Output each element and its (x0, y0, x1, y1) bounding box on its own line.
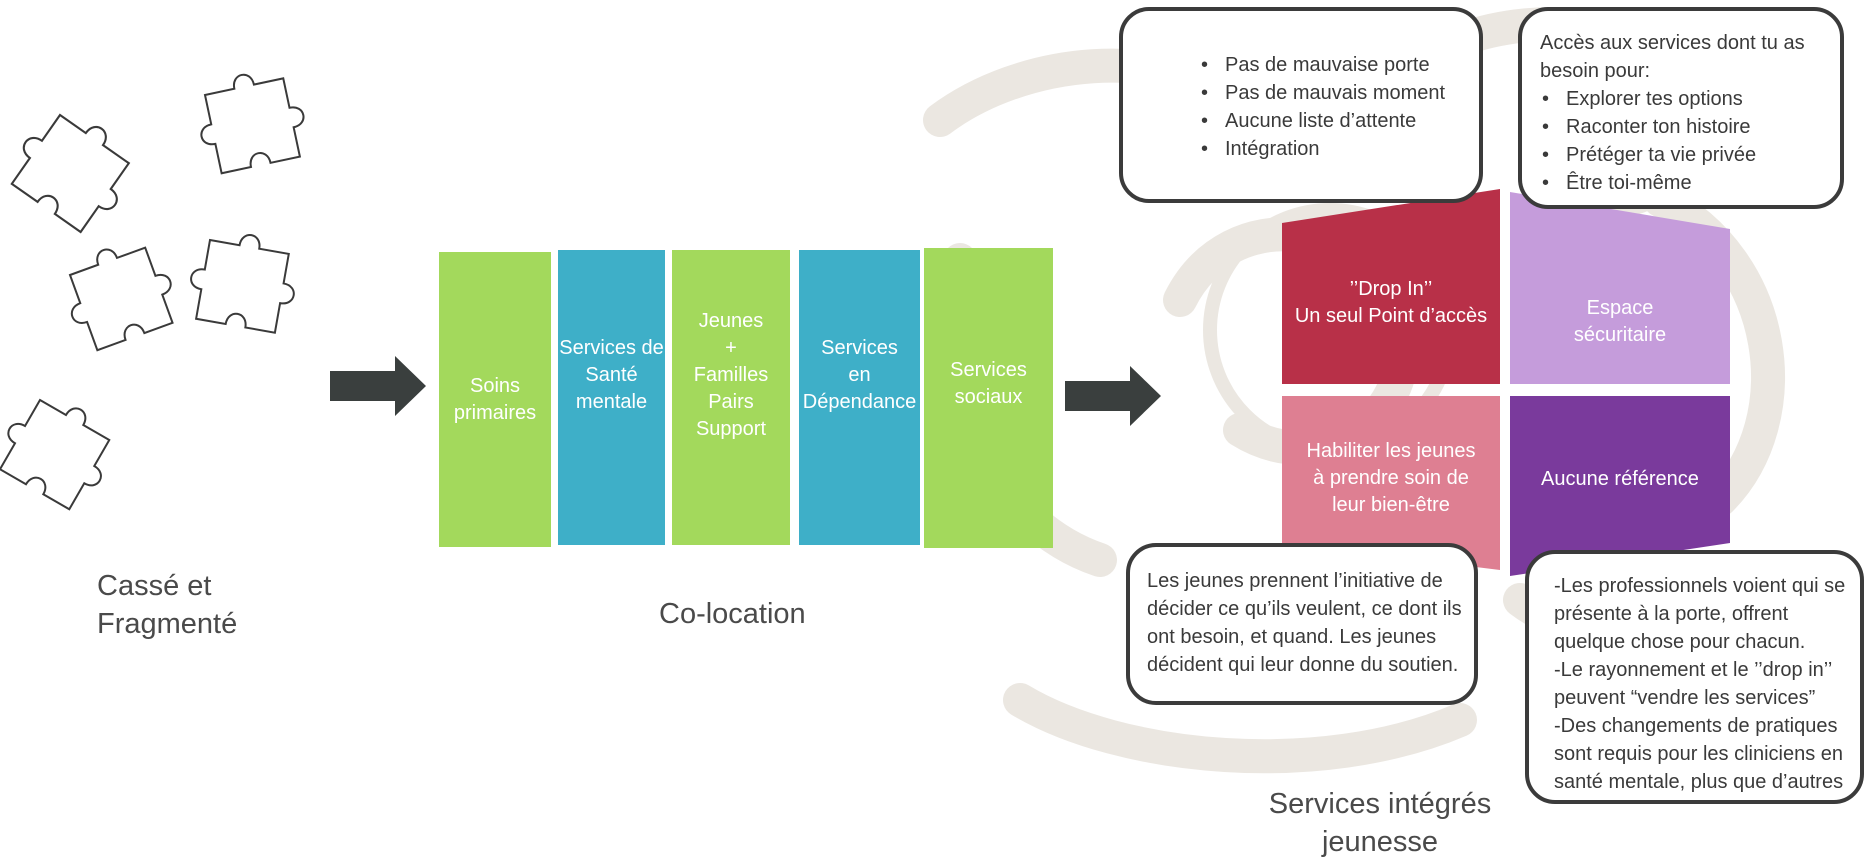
quadrant-no-referral (1510, 396, 1730, 576)
callout-top-right-intro: Accès aux services dont tu as besoin pou… (1540, 32, 1805, 82)
quadrant-safe-space-label: Espace sécuritaire (1573, 297, 1667, 346)
quadrant-no-referral-label: Aucune référence (1541, 467, 1699, 490)
callout-top-left: Pas de mauvaise porte Pas de mauvais mom… (1119, 7, 1483, 203)
puzzle-piece-1-icon (0, 96, 148, 241)
callout-top-right: Accès aux services dont tu as besoin pou… (1518, 7, 1844, 209)
quadrant-empower-label: Habiliter les jeunes à prendre soin de l… (1306, 439, 1476, 516)
list-item: Pas de mauvaise porte (1199, 51, 1459, 79)
stage-label-fragmented: Cassé et Fragmenté (97, 570, 238, 640)
bar-soins-primaires: Soins primaires (439, 252, 551, 547)
list-item: Raconter ton histoire (1540, 113, 1826, 141)
puzzle-piece-2-icon (189, 63, 313, 177)
list-item: Prétéger ta vie privée (1540, 141, 1826, 169)
list-item: Être toi-même (1540, 169, 1826, 197)
list-item: Intégration (1199, 135, 1459, 163)
stage-label-integrated: Services intégrés jeunesse (1268, 788, 1492, 858)
callout-bottom-right-line-2: -Le rayonnement et le ’’drop in’’ peuven… (1554, 659, 1832, 709)
puzzle-piece-3-icon (53, 231, 185, 356)
bar-sante-mentale: Services de Santé mentale (558, 250, 665, 545)
list-item: Explorer tes options (1540, 85, 1826, 113)
stage-label-colocation: Co-location (659, 598, 806, 630)
integrated-services-quadrants (1282, 189, 1730, 576)
bar-jeunes-familles: Jeunes + Familles Pairs Support (672, 250, 790, 545)
quadrant-empower (1282, 396, 1500, 570)
puzzle-pieces-illustration (0, 63, 313, 517)
list-item: Aucune liste d’attente (1199, 107, 1459, 135)
callout-bottom-right-line-1: -Les professionnels voient qui se présen… (1554, 575, 1846, 653)
quadrant-drop-in (1282, 189, 1500, 384)
puzzle-piece-4-icon (183, 225, 304, 336)
arrow-right-icon (1065, 366, 1161, 426)
callout-top-right-list: Explorer tes options Raconter ton histoi… (1540, 85, 1826, 197)
arrow-right-icon (330, 356, 426, 416)
callout-bottom-left-text: Les jeunes prennent l’initiative de déci… (1147, 570, 1462, 676)
bar-services-sociaux: Services sociaux (924, 248, 1053, 548)
callout-bottom-left: Les jeunes prennent l’initiative de déci… (1126, 543, 1478, 705)
callout-bottom-right: -Les professionnels voient qui se présen… (1525, 550, 1864, 804)
bar-dependance: Services en Dépendance (799, 250, 920, 545)
callout-top-left-list: Pas de mauvaise porte Pas de mauvais mom… (1199, 51, 1459, 163)
callout-bottom-right-line-3: -Des changements de pratiques sont requi… (1554, 715, 1844, 793)
quadrant-drop-in-label: ’’Drop In’’ Un seul Point d’accès (1294, 278, 1488, 327)
list-item: Pas de mauvais moment (1199, 79, 1459, 107)
puzzle-piece-5-icon (0, 382, 127, 517)
quadrant-safe-space (1510, 192, 1730, 384)
